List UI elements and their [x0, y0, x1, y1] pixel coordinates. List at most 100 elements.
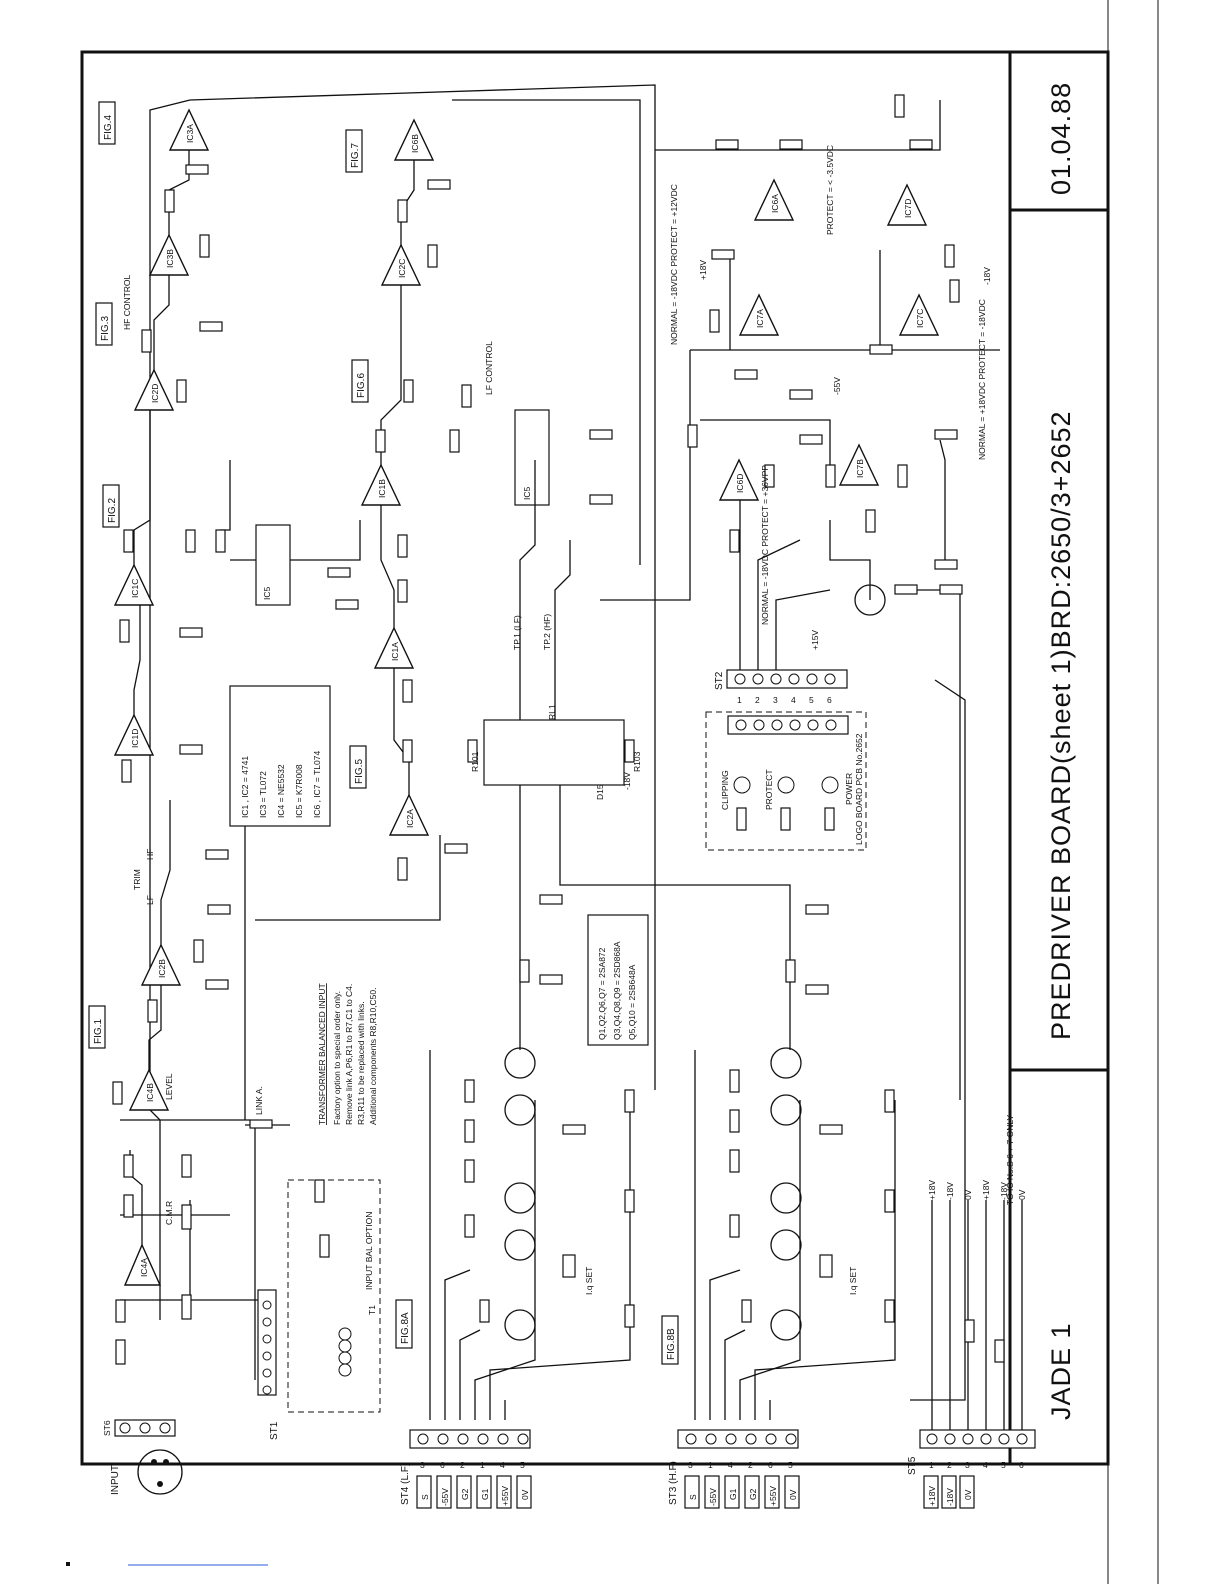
svg-text:IC2B: IC2B	[157, 959, 167, 978]
resistor-array	[112, 164, 613, 1365]
svg-text:2: 2	[755, 695, 760, 705]
svg-text:+18V: +18V	[927, 1180, 937, 1200]
protect-note-ic7a: NORMAL = -18VDC PROTECT = +12VDC	[669, 184, 679, 345]
output-stage-hf: I.q SET	[694, 904, 896, 1420]
ic5-chip-c: IC5	[255, 524, 291, 606]
svg-text:I.q SET: I.q SET	[848, 1267, 858, 1295]
svg-text:3: 3	[688, 1460, 693, 1470]
svg-text:0V: 0V	[520, 1489, 530, 1500]
opamp-ic1d: IC1D	[113, 713, 155, 756]
svg-text:RL1: RL1	[547, 704, 557, 720]
opamp-ic3a: IC3A	[168, 108, 210, 151]
svg-text:4: 4	[791, 695, 796, 705]
title-block: JADE 1 PREDRIVER BOARD(sheet 1)BRD:2650/…	[1046, 82, 1076, 1420]
svg-text:T1: T1	[367, 1305, 377, 1315]
svg-text:IC1D: IC1D	[130, 729, 140, 748]
svg-text:G1: G1	[480, 1488, 490, 1500]
svg-text:-55V: -55V	[708, 1488, 718, 1506]
protect-note-st2: NORMAL = -18VDC PROTECT = +36VPP	[760, 465, 770, 625]
svg-text:ST4 (L.F): ST4 (L.F)	[400, 1463, 411, 1505]
svg-text:+55V: +55V	[500, 1486, 510, 1506]
svg-text:IC6D: IC6D	[735, 474, 745, 493]
svg-text:G1: G1	[728, 1488, 738, 1500]
svg-text:ST2: ST2	[714, 671, 725, 690]
trim-label: TRIM	[132, 869, 142, 890]
svg-text:IC5 = K7R008: IC5 = K7R008	[294, 764, 304, 818]
svg-text:2: 2	[947, 1460, 952, 1470]
svg-text:IC5: IC5	[522, 487, 532, 501]
svg-text:2: 2	[748, 1460, 753, 1470]
rail-label-ic7c: -18V	[982, 267, 992, 285]
svg-text:6: 6	[827, 695, 832, 705]
svg-text:D15: D15	[595, 784, 605, 800]
opamp-ic2a: IC2A	[388, 793, 430, 836]
svg-text:ST5: ST5	[907, 1456, 918, 1475]
svg-text:IC5: IC5	[262, 587, 272, 601]
svg-text:S: S	[420, 1494, 430, 1500]
svg-text:IC1B: IC1B	[377, 479, 387, 498]
svg-text:INPUT: INPUT	[110, 1465, 121, 1495]
svg-text:5: 5	[809, 695, 814, 705]
svg-text:5: 5	[1001, 1460, 1006, 1470]
svg-text:1: 1	[480, 1460, 485, 1470]
opamp-ic6a: IC6A	[753, 178, 795, 221]
svg-text:5: 5	[788, 1460, 793, 1470]
svg-text:-18V: -18V	[945, 1488, 955, 1506]
tp2-label: TP.2 (HF)	[542, 614, 552, 650]
svg-text:S: S	[688, 1494, 698, 1500]
svg-text:0V: 0V	[963, 1189, 973, 1200]
svg-text:ST3 (H.F): ST3 (H.F)	[668, 1461, 679, 1505]
opamp-ic1c: IC1C	[113, 563, 155, 606]
protect-note-ic7c: NORMAL = +18VDC PROTECT = -18VDC	[977, 299, 987, 460]
protect-note-ic6a: PROTECT = < -3.5VDC	[825, 145, 835, 235]
svg-text:1: 1	[737, 695, 742, 705]
svg-text:0V: 0V	[788, 1489, 798, 1500]
opamp-ic3b: IC3B	[148, 233, 190, 276]
lf-control-label: LF CONTROL	[484, 341, 494, 395]
drawing-date: 01.04.88	[1046, 82, 1076, 195]
svg-text:IC3B: IC3B	[165, 249, 175, 268]
svg-text:G2: G2	[460, 1488, 470, 1500]
svg-text:+15V: +15V	[810, 630, 820, 650]
lf-trim-label: LF	[145, 895, 155, 905]
tp1-label: TP.1 (LF)	[512, 615, 522, 650]
svg-text:TRANSFORMER BALANCED INPUT: TRANSFORMER BALANCED INPUT	[317, 983, 327, 1125]
svg-text:-18V: -18V	[945, 1182, 955, 1200]
svg-text:6: 6	[440, 1460, 445, 1470]
rail-label-d16: -55V	[832, 377, 842, 395]
ic5-chip-ab: IC5	[514, 409, 550, 506]
svg-text:5: 5	[520, 1460, 525, 1470]
st2-connector: ST2 1 2 3 4 5 6 +15V	[714, 500, 848, 705]
svg-text:1: 1	[929, 1460, 934, 1470]
svg-text:IC7B: IC7B	[855, 459, 865, 478]
st3-connector: ST3 (H.F) 3 1 4 2 6 5 S -55V G1 G2 +55V …	[668, 1429, 800, 1509]
svg-text:CLIPPING: CLIPPING	[720, 770, 730, 810]
opamp-ic7c: IC7C	[898, 293, 940, 336]
opamp-ic6d: IC6D	[718, 458, 760, 501]
svg-text:IC4A: IC4A	[139, 1258, 149, 1277]
drawing-title: PREDRIVER BOARD(sheet 1)BRD:2650/3+2652	[1046, 410, 1076, 1040]
svg-text:IC6A: IC6A	[770, 194, 780, 213]
logo-board: CLIPPING PROTECT POWER LOGO BOARD PCB No…	[705, 711, 867, 851]
st4-connector: ST4 (L.F) 3 6 2 1 4 5 S -55V G2 G1 +55V …	[400, 1429, 532, 1509]
figure-references: FIG.1 FIG.2 FIG.3 FIG.4 FIG.5 FIG.6 FIG.…	[88, 101, 679, 1365]
svg-text:TO IC No.S 6 + 7 ONLY: TO IC No.S 6 + 7 ONLY	[1005, 1115, 1015, 1205]
opamp-ic7d: IC7D	[886, 183, 928, 226]
svg-text:Q1,Q2,Q6,Q7 = 2SA872: Q1,Q2,Q6,Q7 = 2SA872	[597, 947, 607, 1040]
st5-connector: ST5 1 2 3 4 5 6 +18V -18V 0V +18V -18V 0…	[907, 679, 1036, 1509]
rail-label-ic7a: +18V	[698, 260, 708, 280]
st1-connector: ST1	[257, 1289, 280, 1440]
svg-text:R3,R11 to be replaced with lin: R3,R11 to be replaced with links.	[356, 1001, 366, 1125]
opamp-ic4a: IC4A	[123, 1243, 162, 1286]
svg-text:FIG.3: FIG.3	[100, 316, 111, 341]
svg-text:ST6: ST6	[102, 1420, 112, 1436]
svg-text:IC7A: IC7A	[755, 309, 765, 328]
opamp-ic2d: IC2D	[133, 368, 175, 411]
hf-control-label: HF CONTROL	[122, 274, 132, 330]
svg-text:R101: R101	[470, 751, 480, 772]
svg-text:IC1 , IC2 = 4741: IC1 , IC2 = 4741	[240, 756, 250, 818]
svg-text:FIG.1: FIG.1	[93, 1019, 104, 1044]
svg-text:IC3A: IC3A	[185, 124, 195, 143]
input-bal-option: INPUT BAL OPTION T1	[287, 1179, 381, 1413]
